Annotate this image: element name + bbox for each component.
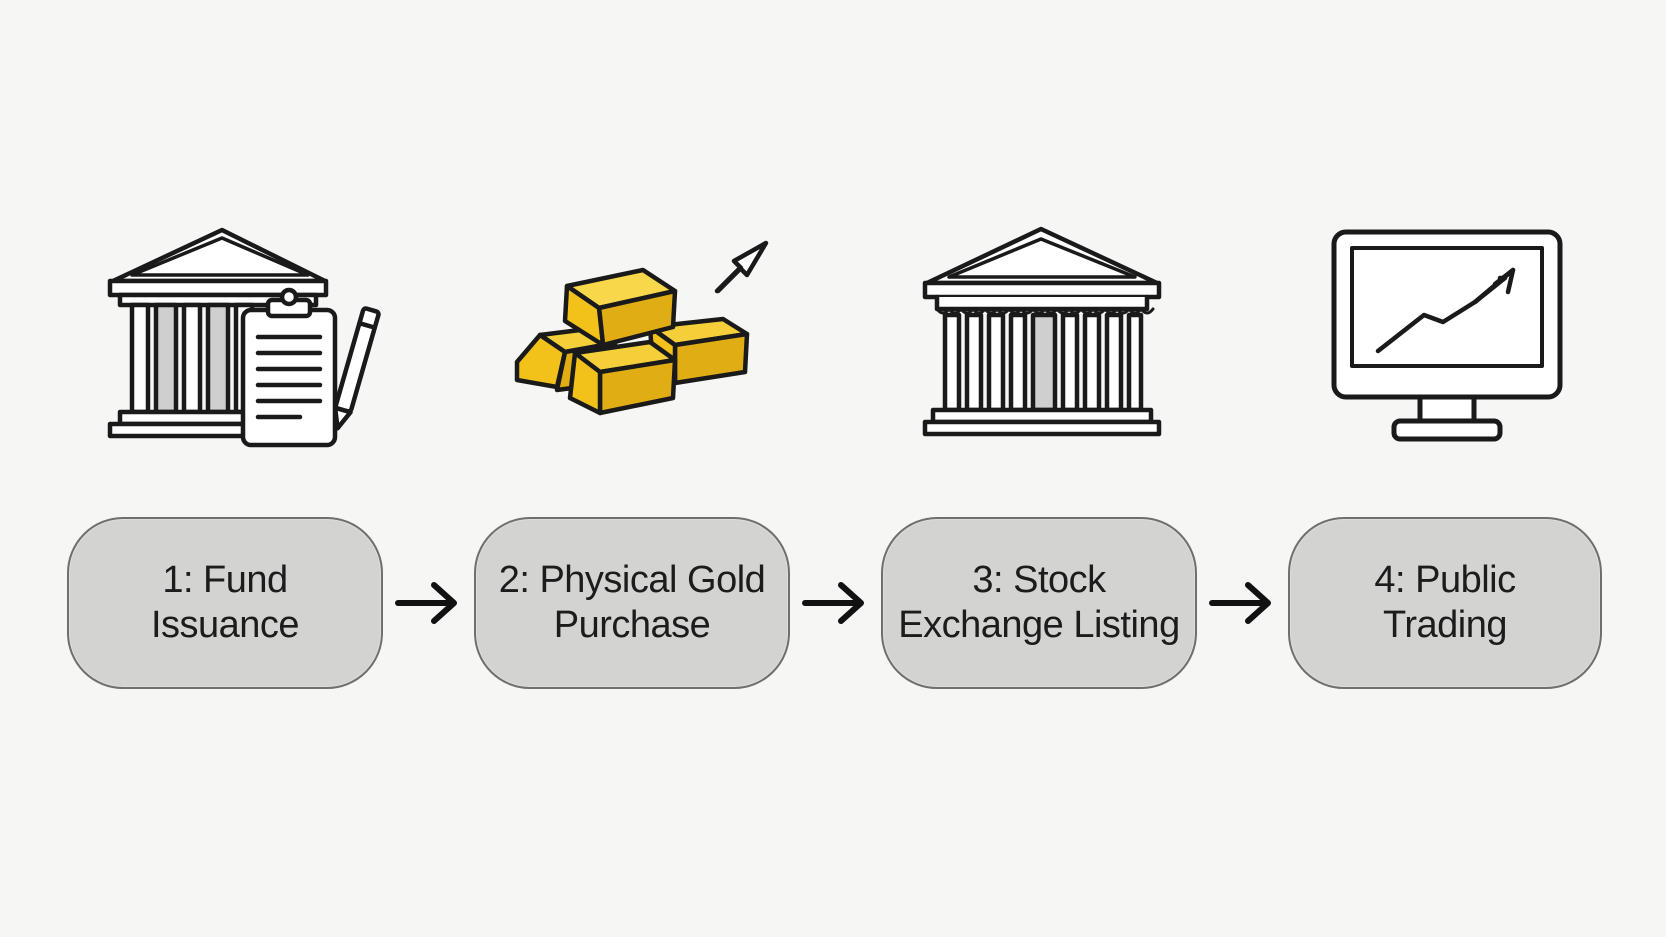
step-label-line1: 2: Physical Gold	[498, 559, 766, 601]
gold-bars-icon	[514, 235, 775, 425]
step-label-line1: 3: Stock	[972, 559, 1106, 601]
step-label-line2: Trading	[1383, 604, 1507, 646]
step-label-line2: Issuance	[150, 604, 300, 646]
step-box-public-trading: 4: Public Trading	[1288, 517, 1602, 689]
step-label: 4: Public Trading	[1364, 558, 1525, 648]
monitor-chart-icon	[1331, 229, 1563, 445]
arrow-right-icon	[801, 579, 869, 627]
step-label: 1: Fund Issuance	[141, 558, 309, 648]
step-label-line2: Exchange Listing	[898, 604, 1180, 646]
stock-exchange-building-icon	[922, 225, 1162, 443]
arrow-right-icon	[1208, 579, 1276, 627]
step-label-line1: 4: Public	[1374, 559, 1516, 601]
step-label-line2: Purchase	[553, 604, 711, 646]
step-label-line1: 1: Fund	[162, 559, 288, 601]
bank-with-clipboard-icon	[107, 225, 381, 450]
arrow-right-icon	[394, 579, 462, 627]
step-box-fund-issuance: 1: Fund Issuance	[67, 517, 383, 689]
step-box-stock-exchange-listing: 3: Stock Exchange Listing	[881, 517, 1197, 689]
step-label: 3: Stock Exchange Listing	[888, 558, 1189, 648]
step-box-physical-gold-purchase: 2: Physical Gold Purchase	[474, 517, 790, 689]
step-label: 2: Physical Gold Purchase	[489, 558, 776, 648]
